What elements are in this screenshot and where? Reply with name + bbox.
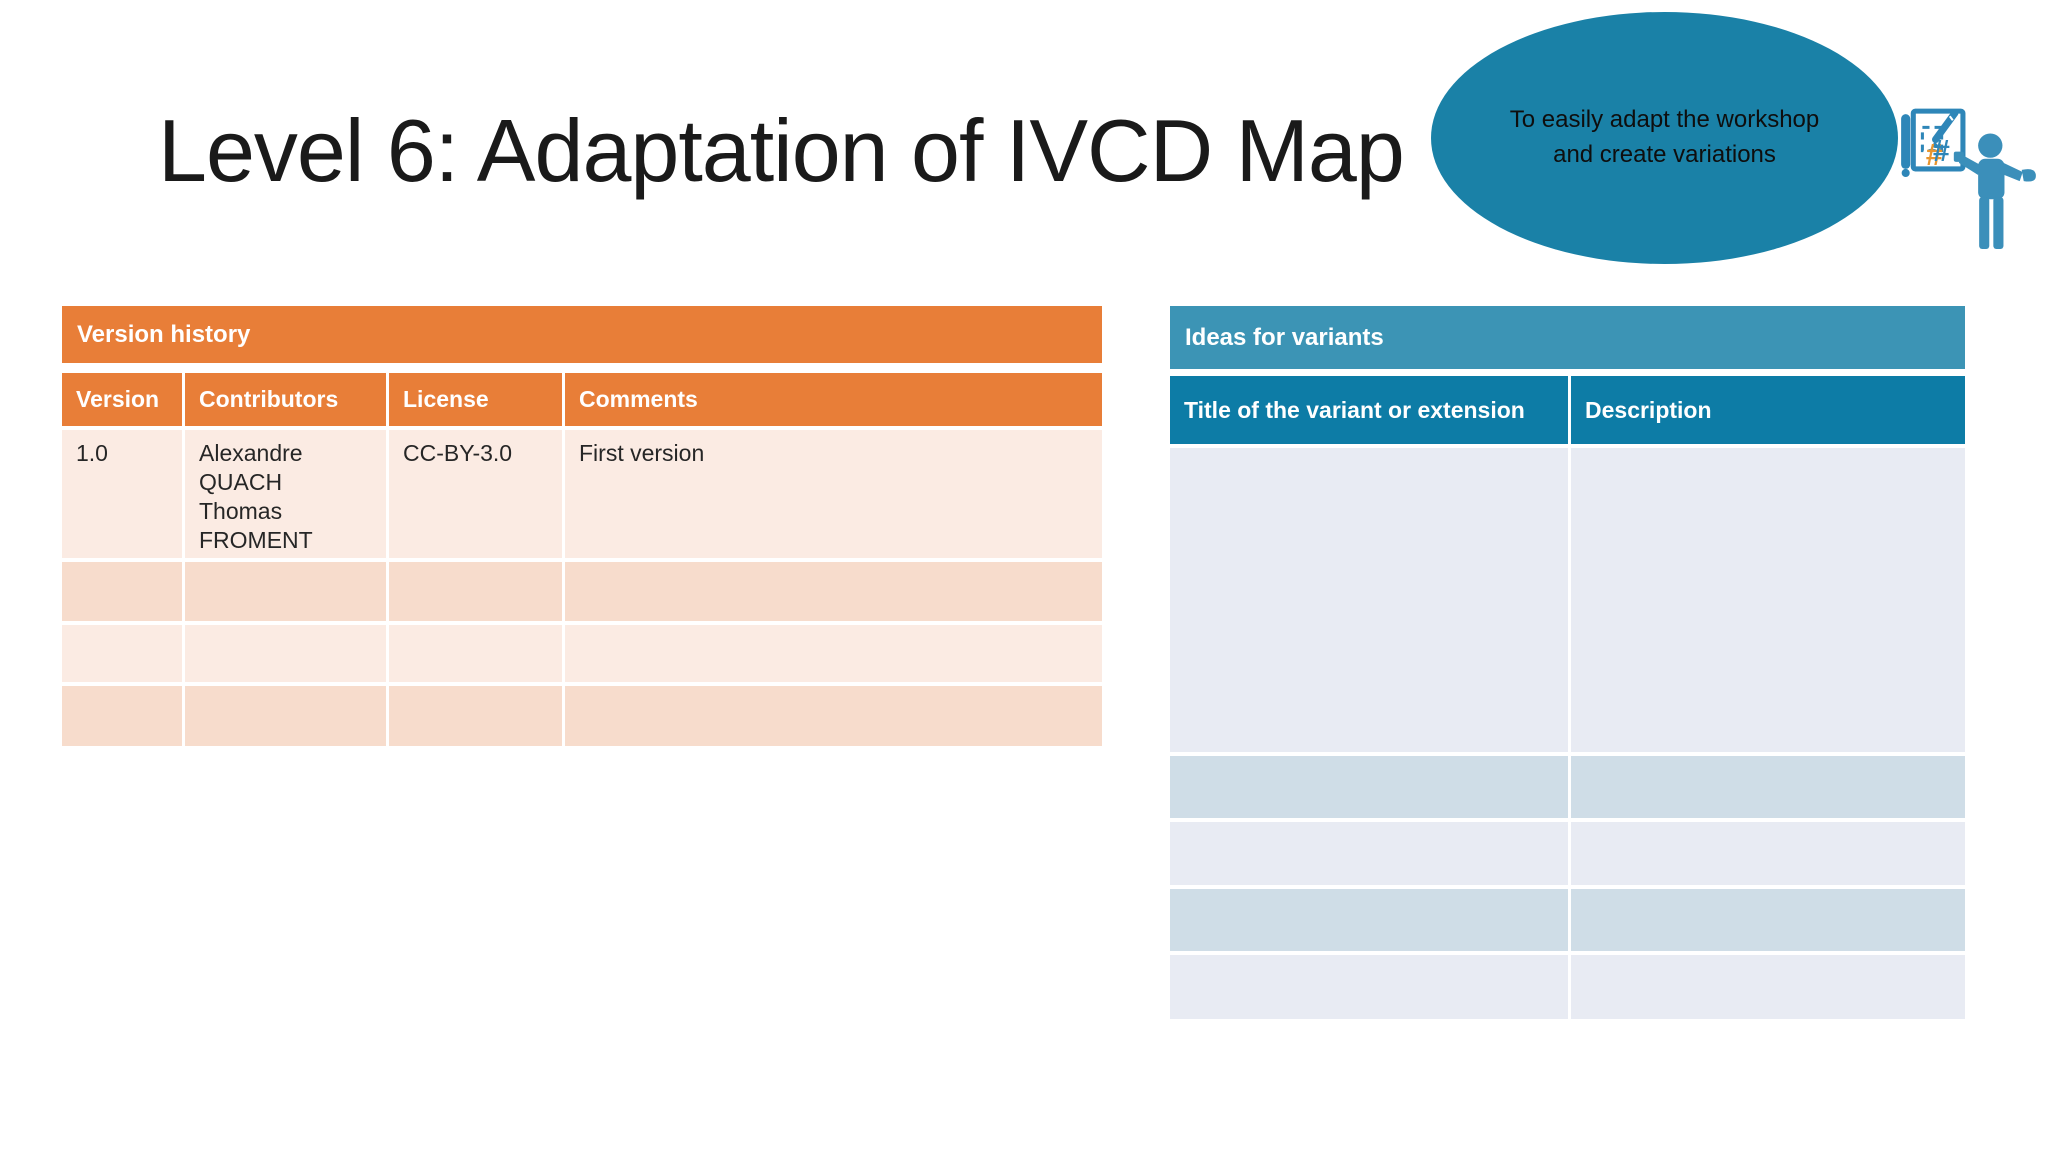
- cell-description: [1571, 822, 1965, 885]
- ideas-for-variants-table: Ideas for variants Title of the variant …: [1170, 306, 1965, 1019]
- table-row: [1170, 822, 1965, 885]
- version-history-header-row: Version Contributors License Comments: [62, 373, 1102, 426]
- column-header-version: Version: [62, 373, 182, 426]
- cell-version: 1.0: [62, 430, 182, 558]
- column-header-contributors: Contributors: [185, 373, 386, 426]
- version-history-table: Version history Version Contributors Lic…: [62, 306, 1102, 746]
- cell-variant-title: [1170, 955, 1568, 1019]
- cell-contributors: Alexandre QUACH Thomas FROMENT: [185, 430, 386, 558]
- cell-variant-title: [1170, 822, 1568, 885]
- callout-text-line2: and create variations: [1553, 141, 1776, 168]
- cell-contributors: [185, 625, 386, 682]
- column-header-license: License: [389, 373, 562, 426]
- cell-description: [1571, 889, 1965, 951]
- table-row: [1170, 756, 1965, 818]
- cell-contributors: [185, 562, 386, 621]
- hash-orange-glyph: #: [1925, 138, 1942, 172]
- cell-variant-title: [1170, 889, 1568, 951]
- cell-description: [1571, 955, 1965, 1019]
- cell-comments: [565, 562, 1102, 621]
- cell-contributors: [185, 686, 386, 746]
- cell-version: [62, 625, 182, 682]
- table-row: [62, 625, 1102, 682]
- page-title: Level 6: Adaptation of IVCD Map: [158, 100, 1405, 200]
- table-row: [62, 562, 1102, 621]
- cell-comments: First version: [565, 430, 1102, 558]
- cell-license: [389, 625, 562, 682]
- table-row: [1170, 448, 1965, 752]
- table-row: [1170, 955, 1965, 1019]
- cell-license: [389, 562, 562, 621]
- cell-description: [1571, 756, 1965, 818]
- hash-blue-glyph: #: [1933, 134, 1950, 168]
- callout-ellipse: To easily adapt the workshop and create …: [1431, 12, 1898, 264]
- cell-version: [62, 562, 182, 621]
- column-header-variant-title: Title of the variant or extension: [1170, 376, 1568, 444]
- cell-description: [1571, 448, 1965, 752]
- cell-license: CC-BY-3.0: [389, 430, 562, 558]
- table-row: [1170, 889, 1965, 951]
- presenter-flipchart-icon: # #: [1901, 108, 2036, 249]
- cell-comments: [565, 625, 1102, 682]
- callout-text-line1: To easily adapt the workshop: [1509, 106, 1820, 134]
- column-header-comments: Comments: [565, 373, 1102, 426]
- person-silhouette: [1953, 133, 2036, 249]
- table-row: [62, 686, 1102, 746]
- variants-band-title: Ideas for variants: [1170, 306, 1965, 369]
- version-history-band-title: Version history: [62, 306, 1102, 363]
- variants-header-row: Title of the variant or extension Descri…: [1170, 376, 1965, 444]
- cell-variant-title: [1170, 756, 1568, 818]
- column-header-description: Description: [1571, 376, 1965, 444]
- cell-license: [389, 686, 562, 746]
- cell-version: [62, 686, 182, 746]
- cell-comments: [565, 686, 1102, 746]
- cell-variant-title: [1170, 448, 1568, 752]
- table-row: 1.0 Alexandre QUACH Thomas FROMENT CC-BY…: [62, 430, 1102, 558]
